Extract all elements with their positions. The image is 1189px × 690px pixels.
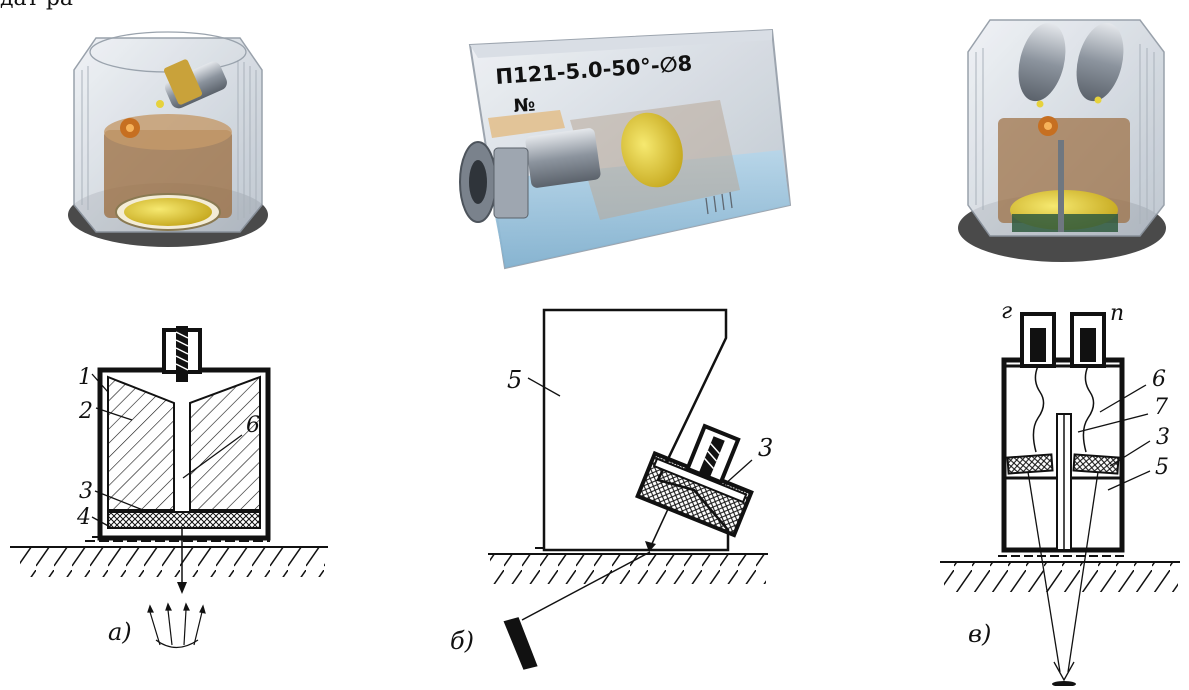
cropped-heading-text: дат ра xyxy=(0,0,73,11)
label-3-b: 3 xyxy=(758,434,773,462)
label-g: г xyxy=(1001,299,1012,324)
label-2: 2 xyxy=(78,399,93,424)
label-5-c: 5 xyxy=(1155,455,1169,480)
label-3-c: 3 xyxy=(1156,425,1170,450)
label-4: 4 xyxy=(76,505,91,530)
drawing-a-straight-probe: 1 2 3 4 6 а) xyxy=(10,326,328,649)
render-straight-probe xyxy=(68,31,268,247)
serial-mark: № xyxy=(513,95,536,117)
label-5: 5 xyxy=(507,366,522,394)
label-6: 6 xyxy=(246,413,260,438)
caption-a: а) xyxy=(108,618,132,646)
caption-b: б) xyxy=(450,627,474,655)
label-1: 1 xyxy=(78,365,92,390)
drawing-c-dual-probe: г п 6 7 3 5 в) xyxy=(940,299,1180,687)
label-p: п xyxy=(1110,301,1124,326)
label-7: 7 xyxy=(1154,395,1168,420)
drawing-b-angle-probe: 5 3 б) xyxy=(450,308,773,670)
render-dual-probe xyxy=(958,19,1166,262)
render-angle-probe: П121-5.0-50°-∅8 № xyxy=(459,28,792,270)
label-6-c: 6 xyxy=(1152,367,1166,392)
label-3: 3 xyxy=(79,479,93,504)
caption-c: в) xyxy=(968,620,991,648)
